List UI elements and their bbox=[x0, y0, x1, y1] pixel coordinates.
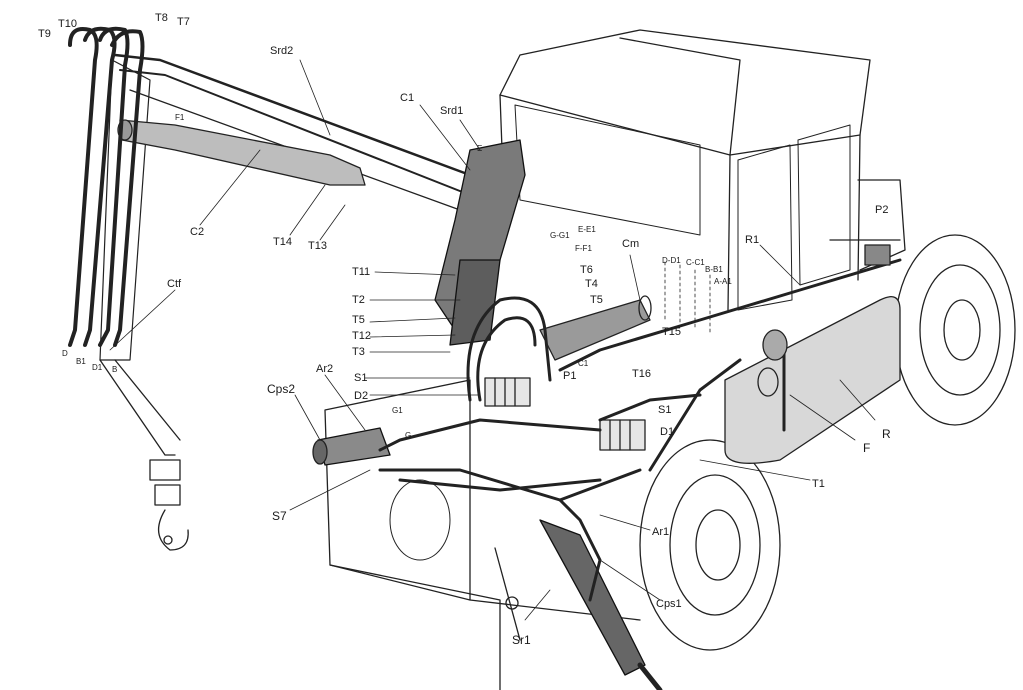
label-g: G bbox=[405, 431, 412, 440]
label-s1b: S1 bbox=[658, 404, 672, 416]
label-d1: D1 bbox=[92, 363, 103, 372]
front-wheel bbox=[639, 439, 781, 651]
pump-p2 bbox=[864, 244, 891, 266]
label-ar2: Ar2 bbox=[316, 363, 334, 375]
label-c-c1: C-C1 bbox=[686, 258, 705, 267]
label-srd2: Srd2 bbox=[270, 45, 294, 57]
rear-wheel bbox=[894, 234, 1016, 426]
label-b-b1: B-B1 bbox=[705, 265, 723, 274]
label-t12: T12 bbox=[352, 330, 371, 342]
filter-f bbox=[762, 329, 788, 361]
label-p2: P2 bbox=[875, 204, 889, 216]
leader-lines bbox=[109, 59, 876, 621]
label-r1: R1 bbox=[745, 234, 760, 246]
label-ar1: Ar1 bbox=[652, 526, 670, 538]
label-d: D bbox=[62, 349, 68, 358]
label-cps2: Cps2 bbox=[267, 382, 296, 396]
label-d1b: D1 bbox=[660, 426, 675, 438]
label-sr1: Sr1 bbox=[512, 633, 531, 647]
label-c1b: C1 bbox=[578, 359, 589, 368]
label-c1: C1 bbox=[400, 92, 415, 104]
label-f-f1: F-F1 bbox=[575, 244, 592, 253]
label-r: R bbox=[882, 427, 891, 441]
control-valve-2 bbox=[599, 419, 646, 451]
label-d2: D2 bbox=[354, 390, 369, 402]
label-t16: T16 bbox=[632, 368, 651, 380]
label-t3: T3 bbox=[352, 346, 365, 358]
stabilizer-cylinder-1 bbox=[539, 519, 663, 690]
label-b: B bbox=[112, 365, 118, 374]
label-t11: T11 bbox=[352, 266, 371, 278]
control-valve-1 bbox=[484, 377, 531, 407]
label-e: E bbox=[477, 144, 483, 153]
label-t7: T7 bbox=[177, 16, 190, 28]
hydraulic-lines bbox=[378, 258, 902, 602]
label-c2: C2 bbox=[190, 226, 205, 238]
stabilizer-cylinder-2 bbox=[312, 427, 391, 466]
label-s1a: S1 bbox=[354, 372, 368, 384]
label-t10: T10 bbox=[58, 18, 77, 30]
oil-tank bbox=[724, 296, 901, 464]
label-d-d1: D-D1 bbox=[662, 256, 681, 265]
label-e-e1: E-E1 bbox=[578, 225, 596, 234]
label-cm: Cm bbox=[622, 238, 640, 250]
slewing-cylinder bbox=[539, 295, 652, 361]
label-t1: T1 bbox=[812, 478, 825, 490]
label-p1: P1 bbox=[563, 370, 577, 382]
label-g1: G1 bbox=[392, 406, 403, 415]
label-b1: B1 bbox=[76, 357, 86, 366]
label-t2: T2 bbox=[352, 294, 365, 306]
label-t5b: T5 bbox=[590, 294, 603, 306]
tractor-cab bbox=[499, 29, 871, 311]
label-g-g1: G-G1 bbox=[550, 231, 570, 240]
label-f: F bbox=[863, 441, 871, 455]
label-t8: T8 bbox=[155, 12, 168, 24]
chassis-frame bbox=[324, 379, 641, 690]
label-t4: T4 bbox=[585, 278, 598, 290]
label-a-a1: A-A1 bbox=[714, 277, 732, 286]
label-cps1: Cps1 bbox=[656, 598, 682, 610]
label-t14: T14 bbox=[273, 236, 292, 248]
crane-post bbox=[99, 59, 181, 456]
label-ctf: Ctf bbox=[167, 278, 182, 290]
label-t9: T9 bbox=[38, 28, 51, 40]
slewing-column bbox=[434, 139, 526, 346]
label-t15: T15 bbox=[662, 326, 681, 338]
label-t13: T13 bbox=[308, 240, 327, 252]
label-s7: S7 bbox=[272, 509, 287, 523]
label-t6: T6 bbox=[580, 264, 593, 276]
crane-hook bbox=[149, 459, 189, 551]
label-f1: F1 bbox=[175, 113, 185, 122]
label-t5a: T5 bbox=[352, 314, 365, 326]
hoses-bundle bbox=[68, 26, 145, 347]
label-srd1: Srd1 bbox=[440, 105, 464, 117]
